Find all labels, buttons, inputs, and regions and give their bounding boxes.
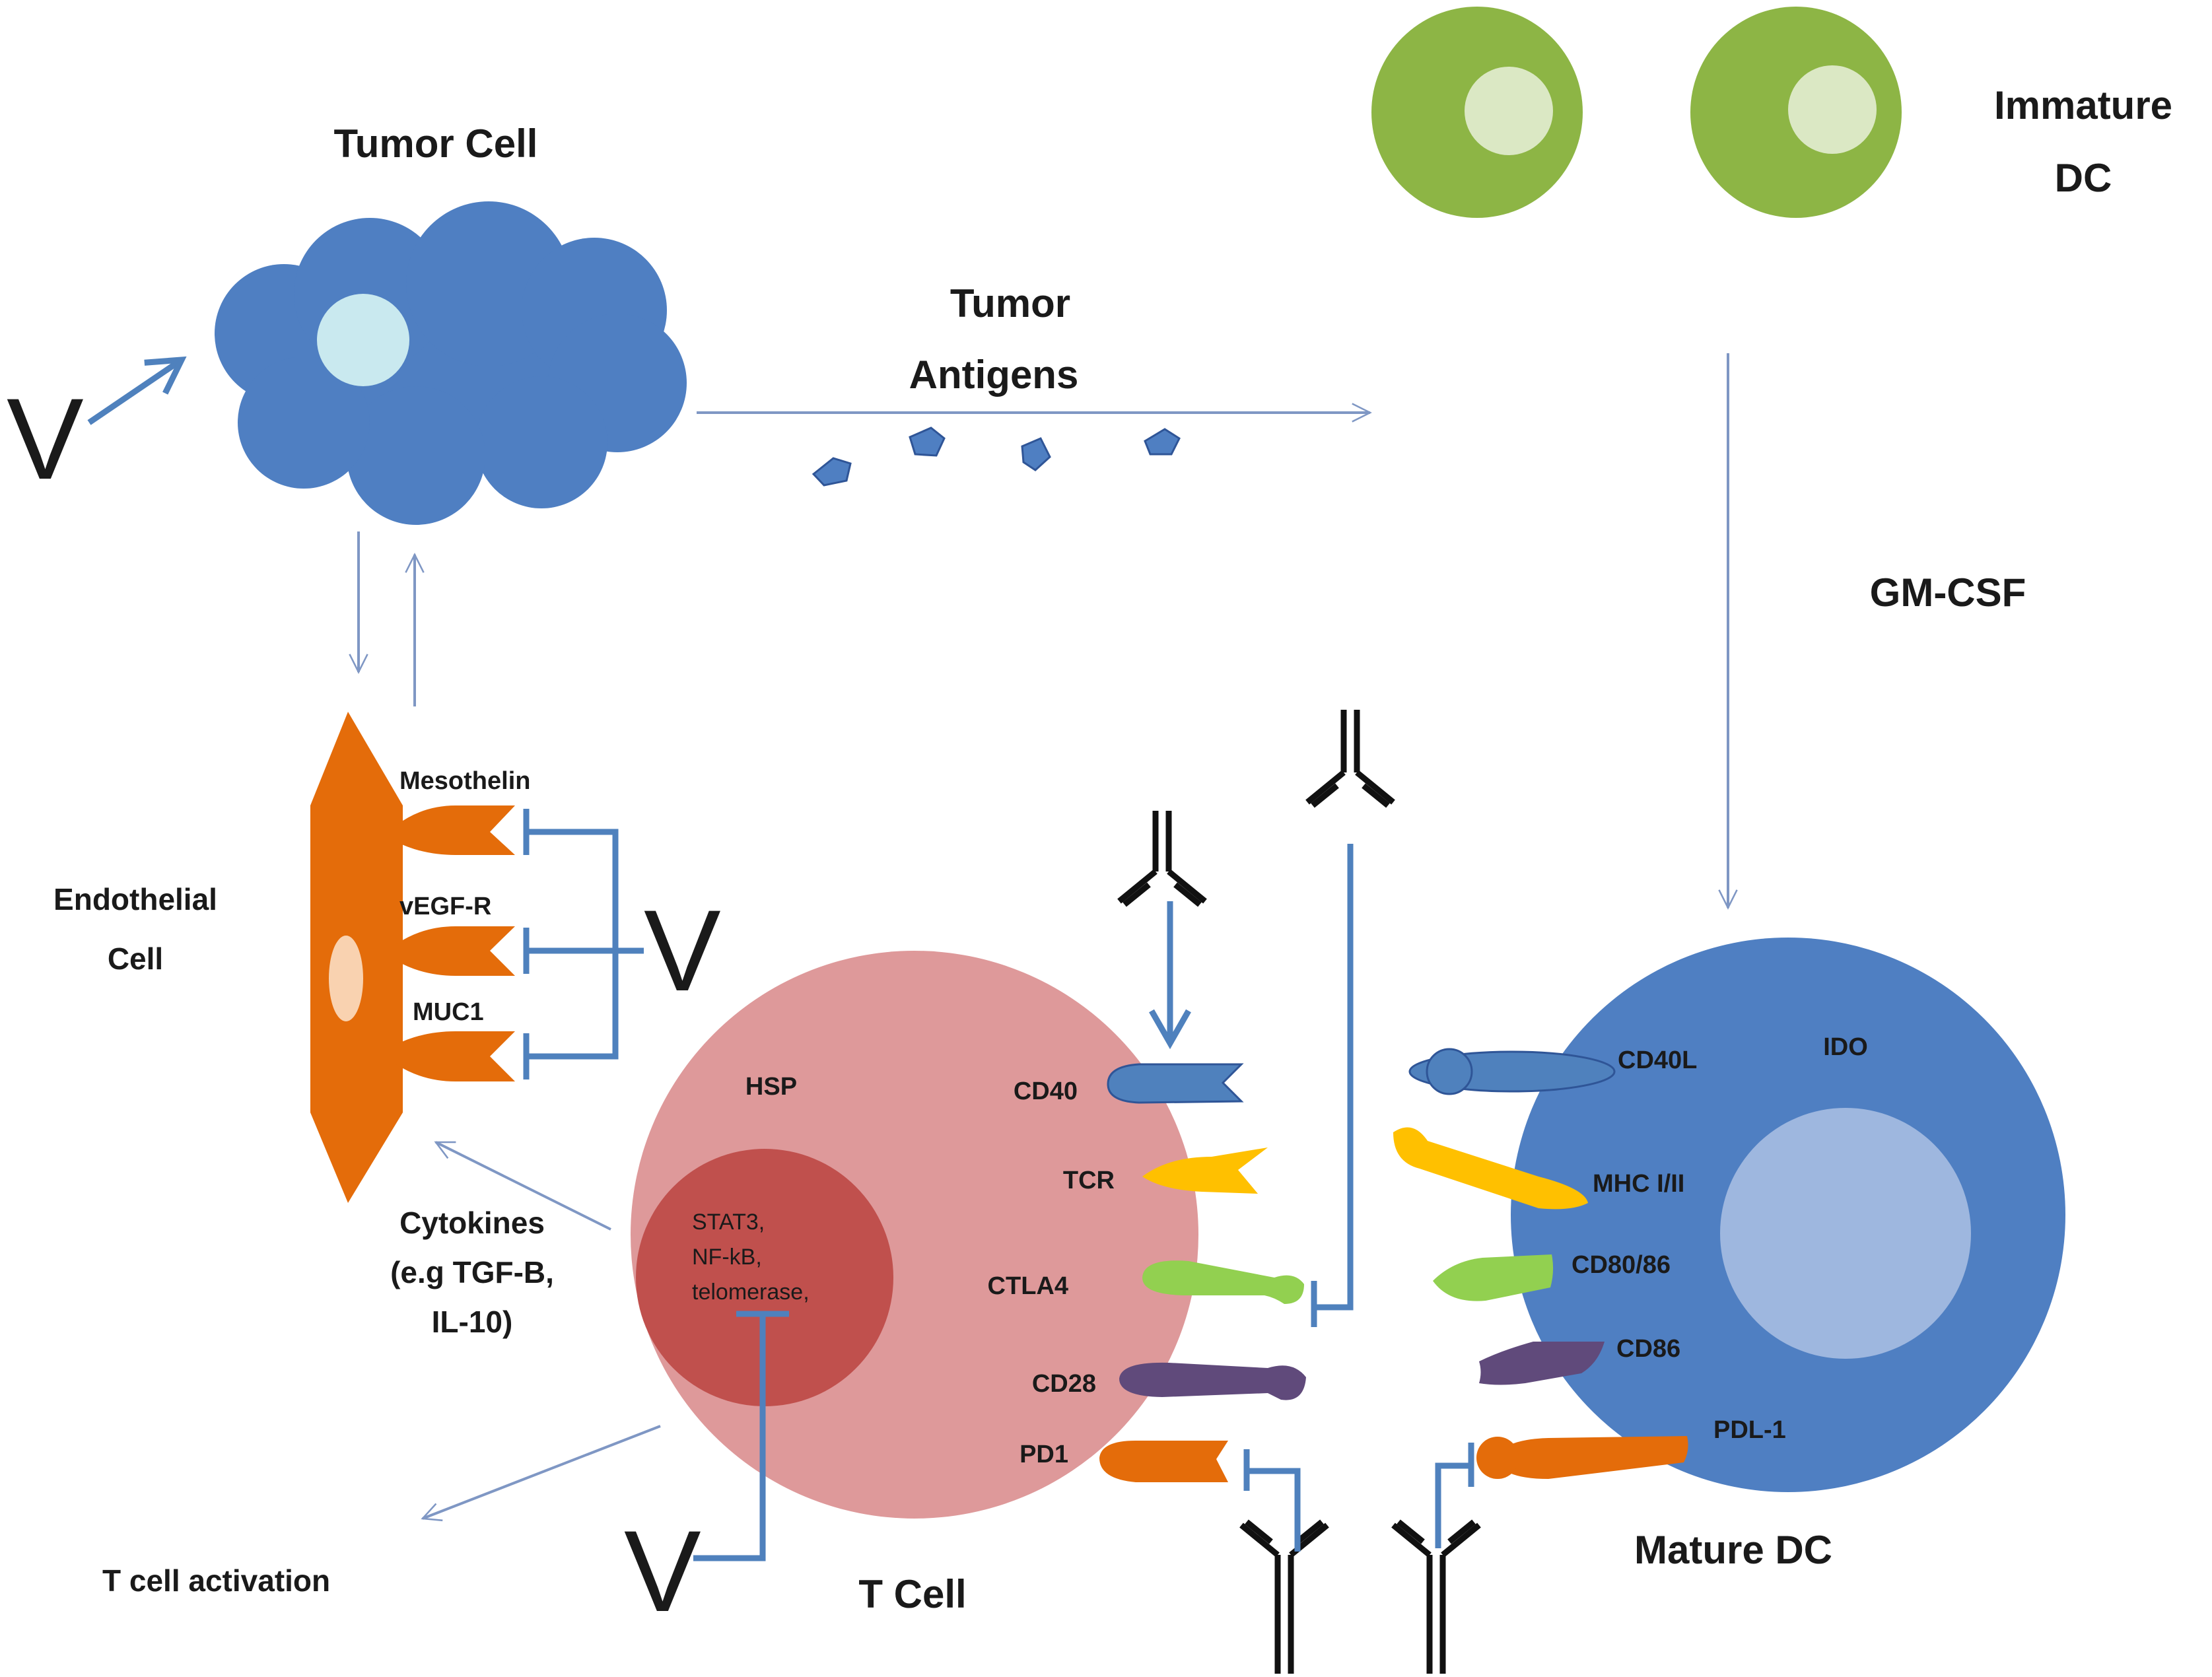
endothelial-cell-nucleus: [329, 936, 363, 1021]
v-endothelial-inhibitor: [523, 809, 644, 1079]
immature-dc-label-line1: Immature: [1994, 83, 2172, 127]
cd40l-label: CD40L: [1618, 1046, 1697, 1074]
cd28-label: CD28: [1032, 1370, 1096, 1398]
immature-dc: Immature DC: [1371, 7, 2172, 218]
tumor-cell-body: [215, 201, 687, 525]
cytokines-label-line1: Cytokines: [399, 1206, 545, 1240]
nucleus-label-line3: telomerase,: [692, 1280, 810, 1305]
tcr-receptor: [1142, 1147, 1268, 1194]
antigen-fragment: [1144, 428, 1181, 456]
mhc-label: MHC I/II: [1593, 1170, 1684, 1198]
cd86-ligand: [1479, 1342, 1605, 1385]
muc1-receptor: [396, 1031, 515, 1081]
ido-label: IDO: [1823, 1033, 1868, 1061]
cd80-86-ligand: [1433, 1254, 1554, 1301]
t-cell: HSP STAT3, NF-kB, telomerase, T Cell CD4…: [631, 951, 1198, 1616]
cd80-86-label: CD80/86: [1572, 1251, 1671, 1279]
ctla4-receptor: [1142, 1260, 1304, 1304]
vegf-r-receptor: [396, 926, 515, 976]
t-cell-label: T Cell: [858, 1572, 966, 1616]
mature-dc: IDO Mature DC CD40L MHC I/II CD80/86 CD8…: [1511, 938, 2065, 1572]
cd40-receptor: [1107, 1063, 1244, 1104]
muc1-label: MUC1: [413, 998, 484, 1026]
tumor-cell-nucleus: [317, 294, 409, 386]
cytokines-arrow: [434, 1141, 611, 1231]
tcr-label: TCR: [1063, 1167, 1115, 1194]
tumor-antigens-label-line1: Tumor: [950, 281, 1070, 325]
mesothelin-receptor: [396, 805, 515, 855]
cd28-receptor: [1119, 1362, 1306, 1400]
pdl1-label: PDL-1: [1713, 1416, 1786, 1444]
v-label-tumor: V: [7, 375, 84, 504]
antigen-fragment: [909, 427, 946, 457]
pdl1-blocking-line: [1435, 1443, 1474, 1548]
pd1-receptor: [1099, 1441, 1228, 1482]
mature-dc-nucleus: [1720, 1108, 1971, 1359]
t-cell-activation-label: T cell activation: [102, 1563, 330, 1598]
pd1-label: PD1: [1020, 1441, 1068, 1468]
immature-dc-nucleus-2: [1788, 65, 1877, 154]
vegf-r-label: vEGF-R: [399, 893, 491, 920]
tumor-antigens-label-line2: Antigens: [909, 353, 1079, 397]
nucleus-label-line1: STAT3,: [692, 1210, 765, 1235]
cd40-agonist-antibody: [1117, 811, 1207, 907]
mhc-ligand: [1393, 1127, 1588, 1210]
ctla4-label: CTLA4: [988, 1272, 1068, 1300]
mesothelin-label: Mesothelin: [399, 767, 530, 795]
v-t-cell-inhibitor: [693, 1311, 789, 1561]
tumor-antigen-fragments: [812, 427, 1181, 487]
t-cell-nucleus: [636, 1149, 893, 1406]
antigen-fragment: [1021, 437, 1051, 471]
cd86-label: CD86: [1616, 1335, 1680, 1363]
v-label-t-cell: V: [624, 1507, 701, 1636]
endothelial-cell: Mesothelin vEGF-R MUC1 Endothelial Cell: [53, 712, 530, 1203]
v-label-endothelial: V: [644, 887, 721, 1015]
hsp-label: HSP: [745, 1073, 797, 1101]
pd1-blocking-antibody: [1239, 1519, 1329, 1674]
endothelial-label-line1: Endothelial: [53, 882, 217, 916]
pdl1-blocking-antibody: [1391, 1519, 1481, 1674]
immature-dc-nucleus-1: [1465, 67, 1553, 155]
nucleus-label-line2: NF-kB,: [692, 1245, 762, 1270]
tumor-cell-label: Tumor Cell: [334, 121, 538, 166]
gm-csf-label: GM-CSF: [1870, 570, 2026, 615]
pdl1-ligand: [1476, 1436, 1688, 1479]
tumor-cell: Tumor Cell: [215, 121, 687, 525]
antigen-fragment: [812, 457, 852, 487]
t-cell-activation-arrow: [421, 1425, 661, 1522]
immature-dc-label-line2: DC: [2055, 156, 2112, 200]
ctla4-blocking-antibody: [1305, 710, 1395, 808]
cytokines-label-line2: (e.g TGF-B,: [390, 1255, 554, 1289]
ctla4-blocking-line: [1311, 844, 1354, 1327]
cd40l-ligand: [1408, 1048, 1616, 1095]
cd40-label: CD40: [1014, 1078, 1078, 1105]
pd1-blocking-line: [1243, 1449, 1301, 1552]
mature-dc-label: Mature DC: [1634, 1528, 1832, 1572]
cytokines-label-line3: IL-10): [432, 1305, 513, 1339]
v-to-tumor-arrow: [87, 356, 187, 425]
endothelial-label-line2: Cell: [108, 941, 163, 976]
